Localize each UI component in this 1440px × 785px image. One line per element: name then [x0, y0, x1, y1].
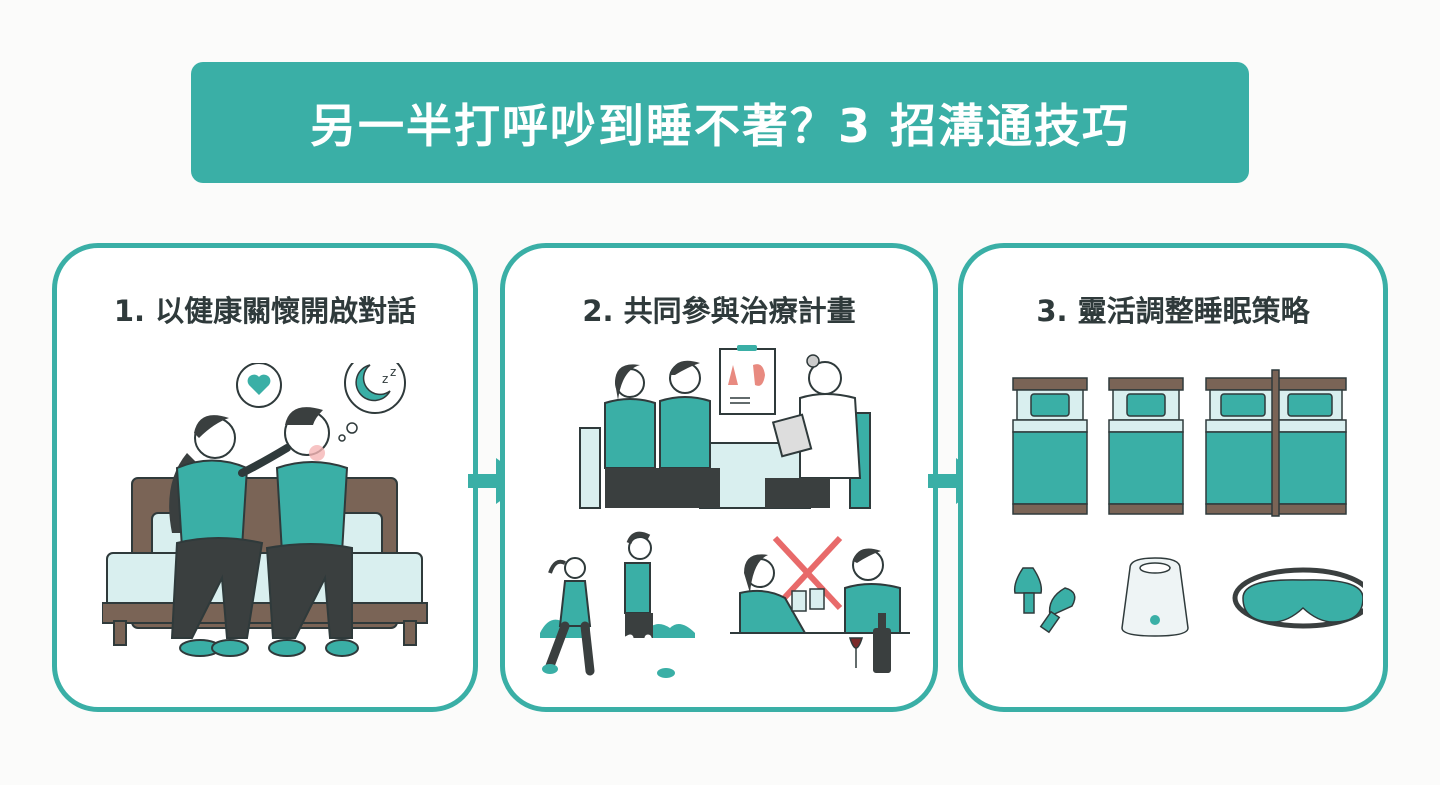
earplugs-icon — [1013, 567, 1076, 634]
divided-double-bed-icon — [1205, 369, 1347, 517]
step-2-title: 2. 共同參與治療計畫 — [582, 294, 856, 328]
white-noise-machine-icon — [1121, 557, 1189, 637]
eye-mask-icon — [1232, 567, 1363, 629]
jogging-couple-illustration — [540, 531, 695, 678]
step-panel-2: 2. 共同參與治療計畫 — [500, 243, 938, 712]
couple-talking-illustration: z z — [102, 363, 428, 657]
single-bed-icon — [1012, 377, 1088, 515]
page-title: 另一半打呼吵到睡不著？3 招溝通技巧 — [309, 98, 1131, 153]
svg-text:z: z — [382, 372, 388, 386]
step-panel-1: 1. 以健康關懷開啟對話 — [52, 243, 478, 712]
step-3-title: 3. 靈活調整睡眠策略 — [1036, 294, 1310, 328]
step-1-title: 1. 以健康關懷開啟對話 — [113, 294, 417, 328]
single-bed-icon — [1108, 377, 1184, 515]
doctor-consult-illustration — [579, 345, 871, 509]
no-alcohol-illustration — [730, 535, 910, 673]
title-banner: 另一半打呼吵到睡不著？3 招溝通技巧 — [191, 62, 1249, 183]
heart-icon — [236, 363, 282, 408]
sleep-strategy-illustration — [1012, 369, 1363, 637]
svg-text:z: z — [390, 365, 396, 379]
moon-sleep-icon: z z — [338, 363, 406, 442]
step-panel-3: 3. 靈活調整睡眠策略 — [958, 243, 1388, 712]
